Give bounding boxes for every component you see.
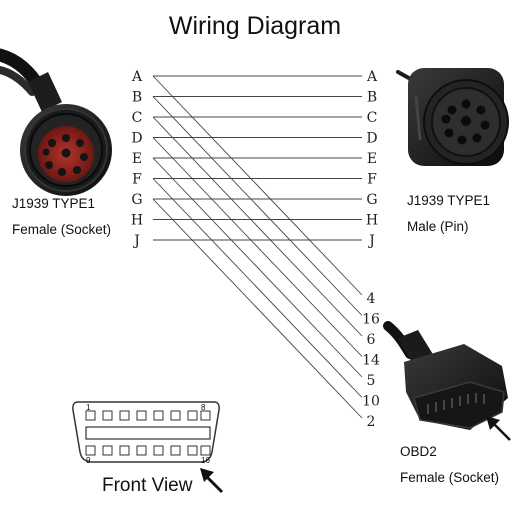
right-pin-E: E bbox=[367, 151, 377, 167]
wire-D-to-14 bbox=[152, 137, 363, 357]
diagram-title: Wiring Diagram bbox=[169, 12, 341, 40]
right-pin-B: B bbox=[367, 90, 377, 106]
wiring-lines bbox=[152, 75, 363, 419]
obd2-female-socket-icon bbox=[383, 321, 508, 430]
left-connector-name: J1939 TYPE1 bbox=[12, 196, 95, 211]
front-view-pin-9: 9 bbox=[86, 456, 91, 465]
front-view-arrow-icon bbox=[200, 468, 224, 494]
obd-pin-6: 6 bbox=[367, 332, 376, 348]
obd-pin-10: 10 bbox=[362, 394, 380, 410]
left-pin-G: G bbox=[131, 192, 142, 208]
obd-connector-name: OBD2 bbox=[400, 444, 437, 459]
left-pin-H: H bbox=[131, 213, 143, 229]
obd-pin-2: 2 bbox=[367, 414, 376, 430]
right-pin-G: G bbox=[366, 192, 377, 208]
front-view-pin-1: 1 bbox=[86, 403, 91, 412]
obd2-arrow-icon bbox=[486, 416, 511, 441]
right-pin-F: F bbox=[367, 172, 377, 188]
right-connector-name: J1939 TYPE1 bbox=[407, 193, 490, 208]
front-view-label: Front View bbox=[102, 475, 193, 496]
left-pin-B: B bbox=[132, 90, 142, 106]
right-pin-A: A bbox=[366, 69, 378, 85]
obd-connector-type: Female (Socket) bbox=[400, 470, 499, 485]
obd2-front-view: 1 8 9 16 bbox=[72, 401, 220, 465]
wire-G-to-2 bbox=[152, 198, 363, 419]
wire-F-to-10 bbox=[152, 178, 363, 398]
front-view-pin-8: 8 bbox=[201, 403, 206, 412]
left-pin-D: D bbox=[131, 131, 142, 147]
obd-pin-16: 16 bbox=[362, 312, 380, 328]
wire-E-to-5 bbox=[152, 157, 363, 378]
wire-A-to-4 bbox=[152, 75, 363, 296]
front-view-pin-16: 16 bbox=[201, 456, 210, 465]
obd-pin-5: 5 bbox=[367, 373, 376, 389]
right-pin-H: H bbox=[366, 213, 378, 229]
obd-pin-4: 4 bbox=[367, 291, 376, 307]
right-connector-type: Male (Pin) bbox=[407, 219, 469, 234]
wire-C-to-6 bbox=[152, 116, 363, 337]
left-pin-F: F bbox=[132, 172, 142, 188]
left-connector-type: Female (Socket) bbox=[12, 222, 111, 237]
wire-B-to-16 bbox=[152, 96, 363, 316]
obd-pin-14: 14 bbox=[362, 353, 380, 369]
j1939-female-socket-icon bbox=[0, 48, 112, 196]
right-pin-D: D bbox=[366, 131, 377, 147]
left-pin-A: A bbox=[131, 69, 143, 85]
right-pin-C: C bbox=[367, 110, 378, 126]
left-pin-J: J bbox=[132, 233, 140, 249]
left-pin-E: E bbox=[132, 151, 142, 167]
left-pin-C: C bbox=[132, 110, 143, 126]
j1939-male-pin-icon bbox=[396, 68, 509, 166]
right-pin-J: J bbox=[367, 233, 375, 249]
